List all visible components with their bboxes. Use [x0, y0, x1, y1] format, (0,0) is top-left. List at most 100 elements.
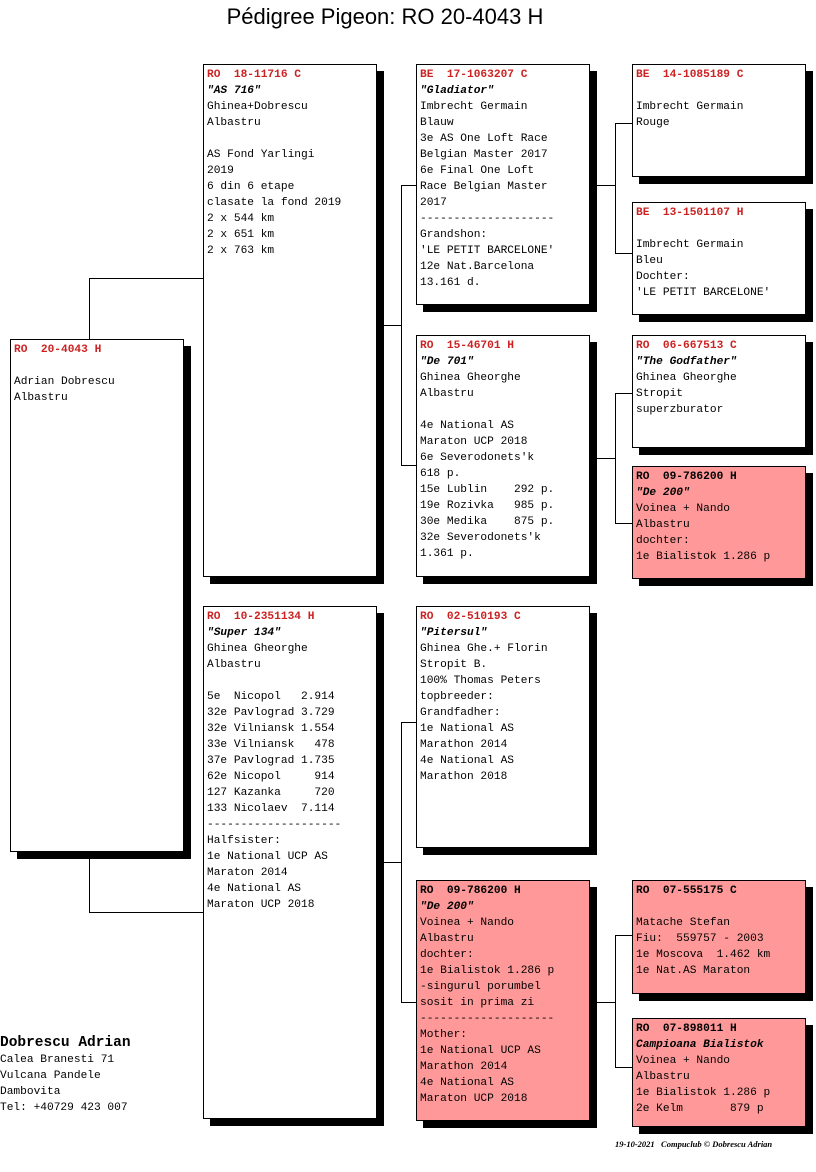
- info-line: Belgian Master 2017: [420, 149, 548, 161]
- pigeon-card-ss-sire: BE 14-1085189 C Imbrecht Germain Rouge: [632, 64, 806, 177]
- info-line: 618 p.: [420, 468, 461, 480]
- connector-line: [89, 912, 204, 913]
- ring-number: RO 06-667513 C: [636, 340, 737, 352]
- info-line: Marathon 2014: [420, 1061, 508, 1073]
- info-line: 127 Kazanka 720: [207, 787, 335, 799]
- info-line: 1e Nat.AS Maraton: [636, 965, 751, 977]
- owner-name: Dobrescu Adrian: [0, 1035, 131, 1051]
- info-line: [14, 358, 180, 374]
- info-line: clasate la fond 2019: [207, 197, 342, 209]
- info-line: [636, 221, 802, 237]
- info-line: 133 Nicolaev 7.114: [207, 803, 335, 815]
- ring-number: BE 14-1085189 C: [636, 69, 744, 81]
- pigeon-name: "Super 134": [207, 627, 281, 639]
- pigeon-name: "De 200": [636, 487, 690, 499]
- info-line: 4e National AS: [207, 883, 301, 895]
- connector-line: [615, 393, 616, 523]
- pigeon-name: "AS 716": [207, 85, 261, 97]
- info-line: AS Fond Yarlingi: [207, 149, 315, 161]
- ring-number: BE 17-1063207 C: [420, 69, 528, 81]
- info-line: sosit in prima zi: [420, 997, 535, 1009]
- info-line: -singurul porumbel: [420, 981, 541, 993]
- info-line: Blauw: [420, 117, 454, 129]
- connector-line: [89, 852, 90, 912]
- pigeon-card-dd-sire: RO 07-555175 C Matache Stefan Fiu: 55975…: [632, 880, 806, 994]
- ring-number: RO 09-786200 H: [420, 885, 521, 897]
- info-line: Mother:: [420, 1029, 467, 1041]
- pigeon-card-sire-dam: RO 15-46701 H "De 701" Ghinea Gheorghe A…: [416, 335, 590, 577]
- info-line: Voinea + Nando: [636, 503, 730, 515]
- info-line: Voinea + Nando: [420, 917, 514, 929]
- info-line: Fiu: 559757 - 2003: [636, 933, 764, 945]
- pigeon-card-dd-dam: RO 07-898011 H Campioana Bialistok Voine…: [632, 1018, 806, 1127]
- info-line: 6 din 6 etape: [207, 181, 295, 193]
- info-line: Maraton 2014: [207, 867, 288, 879]
- info-line: Ghinea+Dobrescu: [207, 101, 308, 113]
- connector-line: [401, 185, 402, 465]
- connector-line: [89, 278, 204, 279]
- connector-line: [615, 253, 632, 254]
- ring-number: RO 07-898011 H: [636, 1023, 737, 1035]
- connector-line: [401, 722, 402, 1002]
- info-line: Rouge: [636, 117, 670, 129]
- info-line: 15e Lublin 292 p.: [420, 484, 555, 496]
- info-line: 'LE PETIT BARCELONE': [636, 287, 771, 299]
- ring-number: BE 13-1501107 H: [636, 207, 744, 219]
- info-line: 1e Bialistok 1.286 p: [636, 551, 771, 563]
- connector-line: [615, 123, 616, 253]
- connector-line: [401, 1002, 417, 1003]
- owner-info: Dobrescu Adrian Calea Branesti 71 Vulcan…: [0, 1034, 131, 1116]
- pigeon-card-dam-sire: RO 02-510193 C "Pitersul" Ghinea Ghe.+ F…: [416, 606, 590, 848]
- ring-number: RO 15-46701 H: [420, 340, 514, 352]
- info-line: Marathon 2018: [420, 771, 508, 783]
- info-line: Albastru: [636, 519, 690, 531]
- pigeon-card-ss-dam: BE 13-1501107 H Imbrecht Germain Bleu Do…: [632, 202, 806, 315]
- info-line: 1.361 p.: [420, 548, 474, 560]
- info-line: --------------------: [420, 1013, 555, 1025]
- info-line: Grandshon:: [420, 229, 488, 241]
- info-line: [207, 131, 373, 147]
- info-line: 37e Pavlograd 1.735: [207, 755, 335, 767]
- owner-phone: Tel: +40729 423 007: [0, 1102, 128, 1114]
- info-line: topbreeder:: [420, 691, 494, 703]
- info-line: Maraton UCP 2018: [207, 899, 315, 911]
- connector-line: [597, 1002, 616, 1003]
- connector-line: [615, 523, 632, 524]
- owner-address-line: Dambovita: [0, 1086, 61, 1098]
- pigeon-card-dam-dam: RO 09-786200 H "De 200" Voinea + Nando A…: [416, 880, 590, 1121]
- pigeon-card-sd-sire: RO 06-667513 C "The Godfather" Ghinea Gh…: [632, 335, 806, 448]
- info-line: Albastru: [14, 392, 68, 404]
- info-line: Albastru: [420, 388, 474, 400]
- info-line: 2 x 651 km: [207, 229, 275, 241]
- info-line: 6e Severodonets'k: [420, 452, 535, 464]
- pigeon-name: Campioana Bialistok: [636, 1039, 764, 1051]
- pigeon-name: "Gladiator": [420, 85, 494, 97]
- pigeon-card-subject: RO 20-4043 H Adrian Dobrescu Albastru: [10, 339, 184, 852]
- info-line: --------------------: [207, 819, 342, 831]
- info-line: 2019: [207, 165, 234, 177]
- connector-line: [401, 722, 417, 723]
- ring-number: RO 02-510193 C: [420, 611, 521, 623]
- owner-address-line: Vulcana Pandele: [0, 1070, 101, 1082]
- info-line: Dochter:: [636, 271, 690, 283]
- footer-credit: 19-10-2021 Compuclub © Dobrescu Adrian: [615, 1139, 773, 1149]
- info-line: superzburator: [636, 404, 724, 416]
- info-line: --------------------: [420, 213, 555, 225]
- info-line: Imbrecht Germain: [420, 101, 528, 113]
- info-line: Voinea + Nando: [636, 1055, 730, 1067]
- connector-line: [384, 862, 402, 863]
- info-line: dochter:: [420, 949, 474, 961]
- ring-number: RO 20-4043 H: [14, 344, 102, 356]
- ring-number: RO 10-2351134 H: [207, 611, 315, 623]
- info-line: 2017: [420, 197, 447, 209]
- info-line: Ghinea Gheorghe: [207, 643, 308, 655]
- connector-line: [615, 935, 632, 936]
- pigeon-name: "Pitersul": [420, 627, 488, 639]
- connector-line: [597, 185, 616, 186]
- info-line: 32e Pavlograd 3.729: [207, 707, 335, 719]
- connector-line: [401, 185, 417, 186]
- info-line: 1e National AS: [420, 723, 514, 735]
- pigeon-name: "The Godfather": [636, 356, 737, 368]
- info-line: Ghinea Gheorghe: [636, 372, 737, 384]
- info-line: Grandfadher:: [420, 707, 501, 719]
